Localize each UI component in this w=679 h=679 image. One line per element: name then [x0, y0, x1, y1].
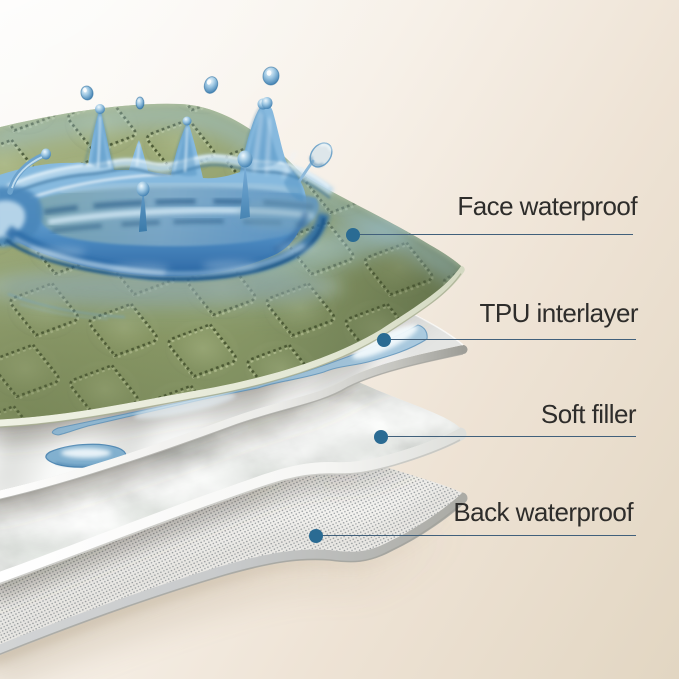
water-droplets — [80, 66, 280, 110]
glass-teardrop — [309, 142, 333, 168]
water-splash — [0, 66, 335, 320]
